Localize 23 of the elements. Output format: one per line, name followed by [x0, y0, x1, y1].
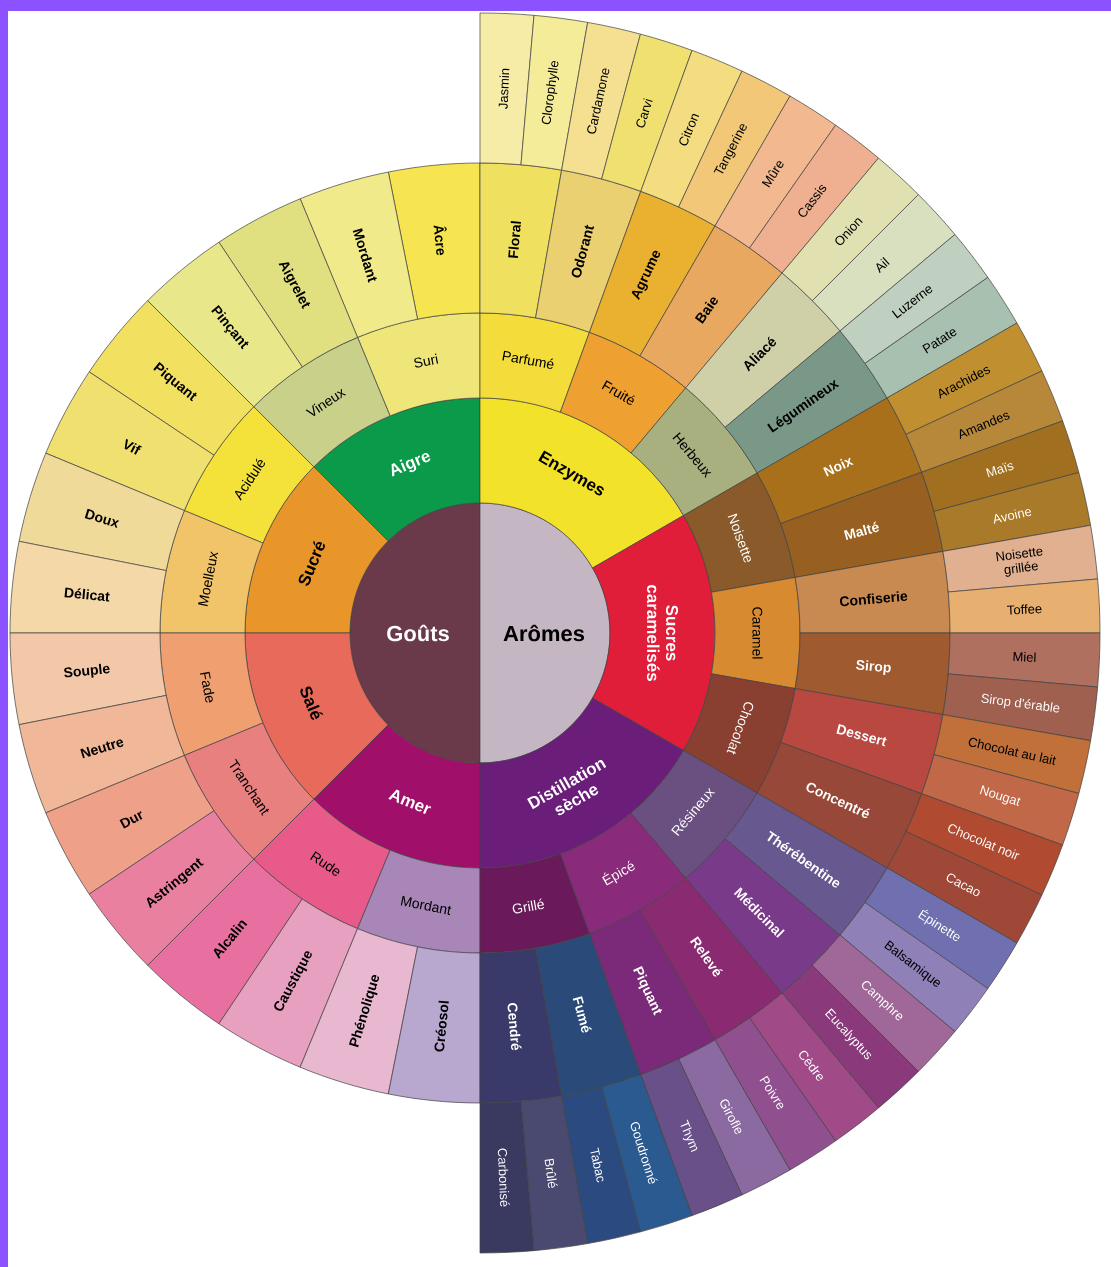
wheel-segment: Caramel: [711, 577, 801, 689]
wheel-segment: Parfumé: [479, 312, 590, 413]
wheel-segment: Créosol: [387, 946, 481, 1104]
wheel-segment: Âcre: [387, 162, 481, 320]
wheel-segment: Jasmin: [479, 12, 535, 166]
wheel-segment: Noisette grillée: [942, 525, 1098, 593]
wheel-segment: Toffee: [947, 578, 1101, 634]
wheel-segment: Fade: [159, 632, 264, 756]
wheel-segment: Confiserie: [794, 551, 951, 634]
wheel-segment: Souple: [9, 632, 167, 725]
wheel-segment: Carbonisé: [479, 1100, 535, 1254]
wheel-segment: Miel: [947, 632, 1101, 688]
wheel-segment: Grillé: [479, 853, 590, 954]
wheel-segment: Mordant: [357, 849, 481, 954]
wheel-segment: Délicat: [9, 540, 167, 634]
wheel-segment: Brûlé: [520, 1095, 588, 1251]
wheel-segment: Floral: [479, 162, 562, 319]
wheel-segment: Suri: [357, 312, 481, 417]
wheel-segment: Sirop: [794, 632, 951, 715]
wheel-segment: Sucres caramelisés: [592, 515, 716, 751]
wheel-segment: Moelleux: [159, 510, 264, 634]
wheel-segment: Clorophylle: [520, 15, 588, 171]
wheel-segment: Cendré: [479, 947, 562, 1104]
